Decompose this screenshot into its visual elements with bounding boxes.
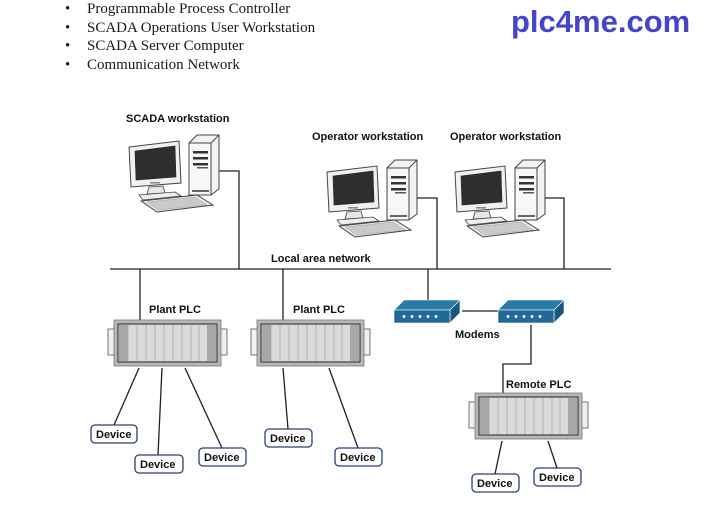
operator-workstation-2-computer-icon	[454, 159, 546, 238]
operator-workstation-1-label: Operator workstation	[312, 131, 424, 143]
bullet-icon: •	[65, 1, 71, 17]
bullet-item: • SCADA Server Computer	[62, 37, 315, 56]
remote-link-line	[502, 325, 532, 395]
device-label: Device	[477, 478, 512, 490]
plant-plc-2-label: Plant PLC	[293, 304, 345, 316]
bullet-text: SCADA Operations User Workstation	[87, 19, 316, 36]
bullet-icon: •	[65, 56, 71, 73]
device-link-line	[184, 367, 223, 449]
operator-workstation-2-label: Operator workstation	[450, 131, 562, 143]
device-box: Device	[471, 473, 520, 493]
modems-label: Modems	[455, 329, 500, 341]
operator-workstation-1-computer-icon	[326, 159, 418, 238]
remote-plc-label: Remote PLC	[506, 379, 571, 391]
device-label: Device	[140, 459, 175, 471]
device-box: Device	[533, 467, 582, 487]
bullet-text: SCADA Server Computer	[87, 38, 244, 54]
brand-watermark: plc4me.com	[511, 4, 691, 39]
device-label: Device	[340, 452, 375, 464]
plant-plc-2-rack-icon	[250, 319, 371, 367]
connection-lines	[110, 170, 611, 475]
bullet-item: • Programmable Process Controller	[62, 0, 315, 19]
remote-plc-rack-icon	[468, 392, 589, 440]
device-box: Device	[264, 428, 313, 448]
scada-link-line	[219, 170, 240, 269]
device-box: Device	[134, 454, 184, 474]
device-label: Device	[96, 429, 131, 441]
device-link-line	[494, 440, 503, 475]
scada-workstation-computer-icon	[128, 134, 220, 213]
device-link-line	[113, 367, 140, 426]
scada-workstation-label: SCADA workstation	[126, 113, 230, 125]
bullet-item: • SCADA Operations User Workstation	[62, 19, 315, 38]
plant-plc-1-label: Plant PLC	[149, 304, 201, 316]
device-label: Device	[539, 472, 574, 484]
operator2-link-line	[544, 197, 565, 269]
modem-2-icon	[497, 299, 565, 324]
plant-plc-1-rack-icon	[107, 319, 228, 367]
device-label: Device	[270, 433, 305, 445]
bullet-item: • Communication Network	[62, 56, 315, 75]
operator1-link-line	[416, 197, 438, 269]
device-label: Device	[204, 452, 239, 464]
bullet-text: Communication Network	[87, 56, 240, 73]
lan-label: Local area network	[271, 253, 372, 265]
component-list: • Programmable Process Controller • SCADA …	[62, 0, 315, 74]
bullet-icon: •	[65, 38, 71, 54]
device-link-line	[547, 440, 558, 469]
modem-1-icon	[393, 299, 461, 324]
device-box: Device	[198, 447, 247, 467]
device-link-line	[328, 367, 359, 449]
device-link-line	[282, 367, 289, 430]
bullet-text: Programmable Process Controller	[87, 1, 291, 17]
bullet-icon: •	[65, 19, 71, 36]
device-box: Device	[334, 447, 383, 467]
device-box: Device	[90, 424, 138, 444]
device-link-line	[157, 367, 163, 456]
